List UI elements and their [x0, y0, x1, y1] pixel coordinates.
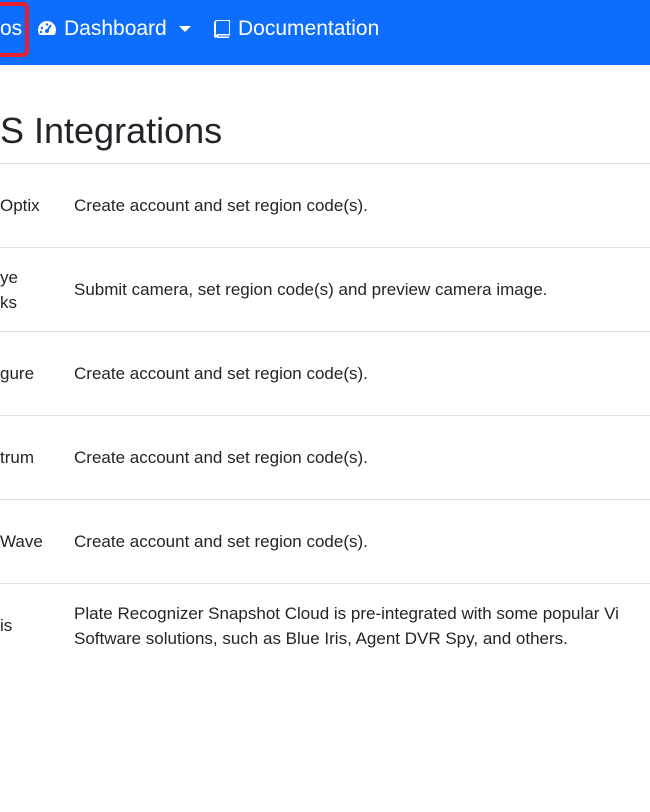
- caret-down-icon: [178, 26, 191, 32]
- table-row: trum Create account and set region code(s…: [0, 415, 650, 499]
- table-row: Optix Create account and set region code(…: [0, 163, 650, 247]
- tachometer-icon: [36, 19, 58, 39]
- integration-description: Create account and set region code(s).: [74, 448, 368, 467]
- nav-apps-label: os: [0, 17, 23, 40]
- table-row: ye ks Submit camera, set region code(s) a…: [0, 247, 650, 331]
- integration-description: Create account and set region code(s).: [74, 196, 368, 215]
- nav-dashboard-dropdown[interactable]: Dashboard: [36, 0, 191, 58]
- integration-name: Wave: [0, 532, 43, 551]
- integration-description: Create account and set region code(s).: [74, 364, 368, 383]
- integration-name: is: [0, 616, 13, 635]
- highlight-annotation: [0, 2, 29, 57]
- table-row: Wave Create account and set region code(s…: [0, 499, 650, 583]
- top-navbar: os Dashboard Documentation: [0, 0, 650, 65]
- nav-documentation-link[interactable]: Documentation: [212, 0, 379, 58]
- integration-description: Create account and set region code(s).: [74, 532, 368, 551]
- table-row: gure Create account and set region code(s…: [0, 331, 650, 415]
- integration-description: Submit camera, set region code(s) and pr…: [74, 280, 548, 299]
- page-title: S Integrations: [0, 110, 223, 151]
- integration-description: Plate Recognizer Snapshot Cloud is pre-i…: [74, 603, 619, 648]
- integration-name: trum: [0, 448, 34, 467]
- nav-apps-link[interactable]: os: [0, 0, 22, 58]
- nav-documentation-label: Documentation: [238, 17, 380, 40]
- table-row: is Plate Recognizer Snapshot Cloud is pre…: [0, 583, 650, 667]
- integration-name: Optix: [0, 196, 40, 215]
- integration-name: ye ks: [0, 267, 18, 312]
- nav-dashboard-label: Dashboard: [64, 17, 167, 40]
- book-icon: [212, 19, 232, 39]
- integration-name: gure: [0, 364, 35, 383]
